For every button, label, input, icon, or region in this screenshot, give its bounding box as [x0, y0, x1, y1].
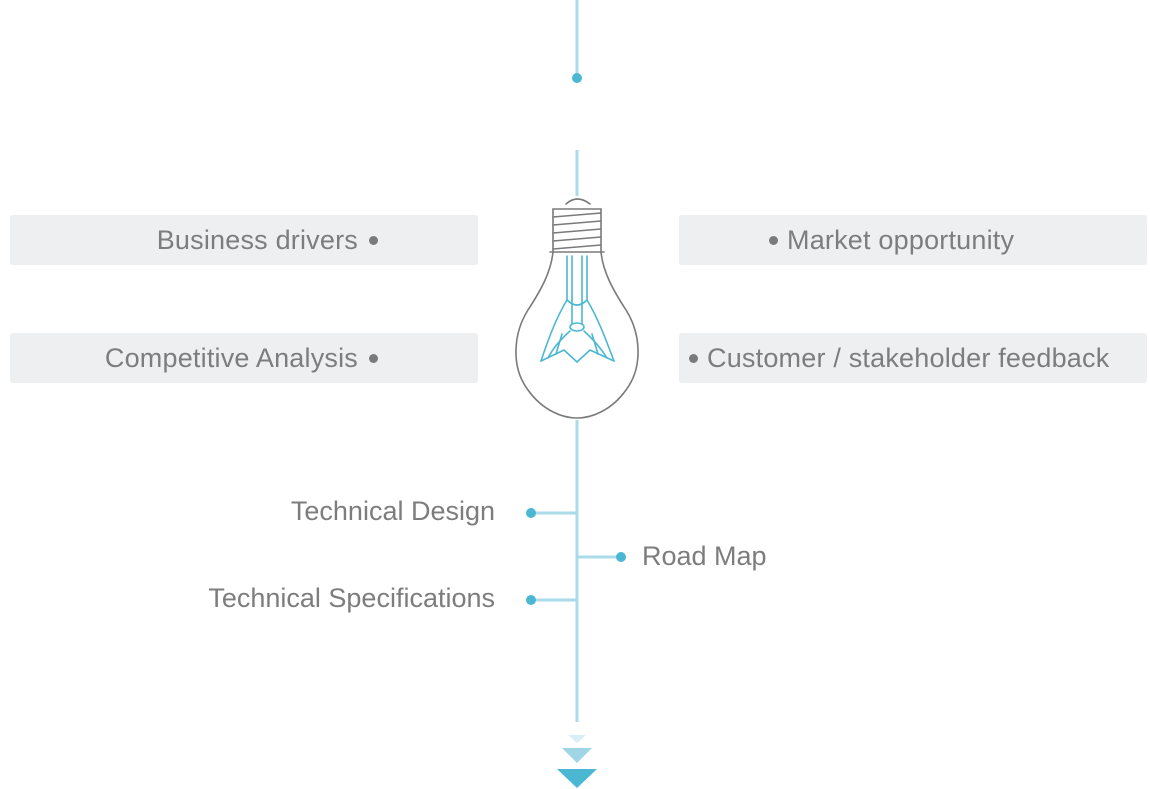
branch-road-map-dot	[616, 552, 626, 562]
bullet-dot-icon	[689, 353, 698, 363]
bullet-dot-icon	[369, 353, 378, 363]
bullet-dot-icon	[369, 235, 378, 245]
branch-technical-specs-label: Technical Specifications	[208, 583, 495, 613]
factor-label: Market opportunity	[787, 224, 1015, 255]
chevrons-down-icon	[557, 735, 597, 788]
factor-label: Customer / stakeholder feedback	[707, 342, 1110, 373]
factor-label: Competitive Analysis	[104, 342, 358, 373]
bullet-dot-icon	[769, 235, 778, 245]
branch-technical-specs-dot	[526, 595, 536, 605]
branch-road-map-label: Road Map	[642, 541, 767, 571]
top-connector-dot	[572, 73, 582, 83]
factor-label: Business drivers	[156, 224, 358, 255]
factor-business-drivers: Business drivers	[10, 215, 478, 265]
branch-technical-design-dot	[526, 508, 536, 518]
factor-customer-feedback: Customer / stakeholder feedback	[679, 333, 1147, 383]
factor-market-opportunity: Market opportunity	[679, 215, 1147, 265]
branch-technical-design-label: Technical Design	[290, 496, 495, 526]
factor-competitive-analysis: Competitive Analysis	[10, 333, 478, 383]
